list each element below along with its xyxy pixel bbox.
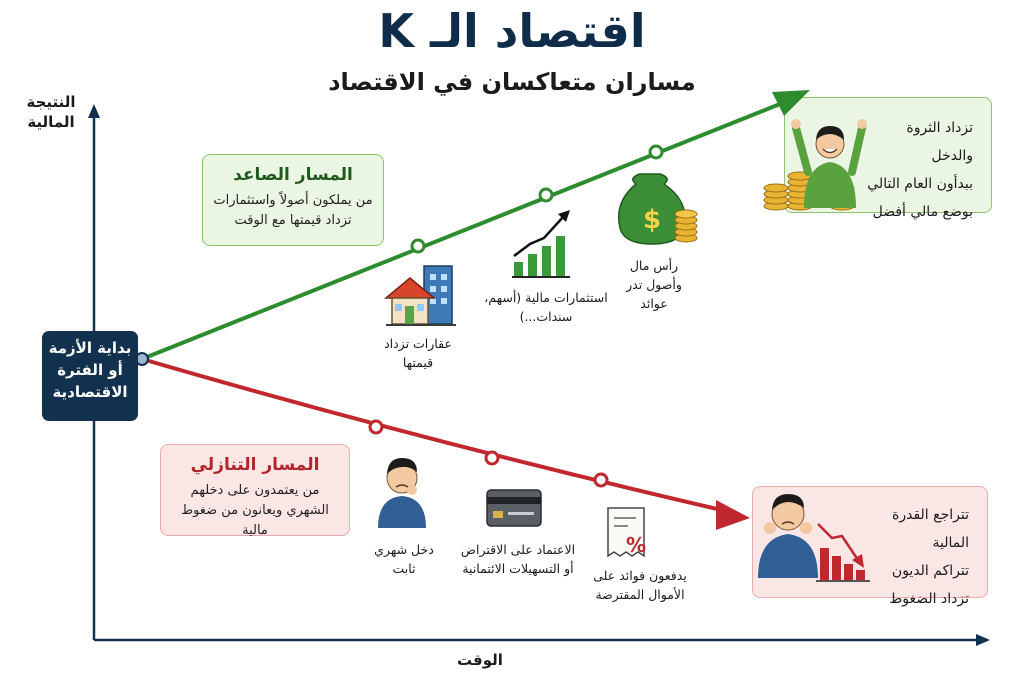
upward-point-2 — [538, 187, 554, 203]
upward-point-1 — [410, 238, 426, 254]
worried-person-icon — [378, 458, 426, 528]
upward-path-line — [141, 102, 781, 361]
upward-item-real-estate-label: عقارات تزداد قيمتها — [384, 336, 452, 370]
downward-outcome-line-1: تتراجع القدرة المالية — [892, 507, 969, 551]
downward-item-borrowing-label: الاعتماد على الاقتراض أو التسهيلات الائت… — [460, 542, 576, 576]
upward-item-capital-label: رأس مال وأصول تدر عوائد — [626, 258, 682, 311]
downward-point-2 — [484, 450, 500, 466]
upward-path-description: من يملكون أصولاً واستثمارات تزداد قيمتها… — [213, 193, 373, 228]
page-subtitle: مساران متعاكسان في الاقتصاد — [328, 68, 696, 96]
downward-item-income-label: دخل شهري ثابت — [374, 542, 434, 576]
downward-path-title: المسار التنازلي — [190, 455, 320, 475]
upward-path-box: المسار الصاعد من يملكون أصولاً واستثمارا… — [202, 154, 384, 246]
downward-outcome-line-3: تزداد الضغوط — [889, 591, 969, 607]
svg-text:%: % — [626, 533, 646, 557]
svg-text:$: $ — [643, 205, 661, 235]
downward-path-line — [141, 357, 731, 514]
happy-person-icon — [763, 119, 867, 211]
upward-outcome-line-1: تزداد الثروة والدخل — [906, 120, 973, 164]
upward-outcome-box: تزداد الثروة والدخل ببدأون العام التالي … — [784, 97, 992, 220]
upward-outcome-line-2: ببدأون العام التالي — [867, 176, 973, 192]
downward-point-3 — [593, 472, 609, 488]
upward-arrowhead — [772, 90, 810, 116]
downward-arrowhead — [716, 500, 750, 530]
downward-item-interest-label: يدفعون فوائد على الأموال المقترضة — [593, 568, 687, 602]
upward-path-title: المسار الصاعد — [233, 165, 353, 185]
upward-point-3 — [648, 144, 664, 160]
downward-outcome-line-2: تتراكم الديون — [891, 563, 969, 579]
x-axis-arrowhead — [976, 634, 990, 646]
building-house-icon — [383, 265, 456, 326]
start-box: بداية الأزمة أو الفترة الاقتصادية — [42, 331, 138, 421]
y-axis-label: النتيجة المالية — [26, 93, 76, 131]
downward-outcome-text: تتراجع القدرة المالية تتراكم الديون تزدا… — [857, 501, 969, 613]
upward-outcome-line-3: بوضع مالي أفضل — [872, 204, 973, 220]
credit-card-icon — [486, 489, 542, 527]
upward-item-investments-label: استثمارات مالية (أسهم، سندات...) — [484, 290, 608, 324]
growth-chart-icon — [512, 210, 570, 278]
downward-point-1 — [368, 419, 384, 435]
y-axis-arrowhead — [88, 104, 100, 118]
downward-path-box: المسار التنازلي من يعتمدون على دخلهم الش… — [160, 444, 350, 538]
downward-path-description: من يعتمدون على دخلهم الشهري ويعانون من ض… — [181, 483, 329, 538]
money-bag-icon: $ — [618, 173, 698, 245]
upward-outcome-text: تزداد الثروة والدخل ببدأون العام التالي … — [863, 114, 973, 226]
interest-bill-icon: % — [607, 507, 646, 558]
page-title: اقتصاد الـ K — [378, 4, 646, 58]
x-axis-label: الوقت — [457, 651, 503, 669]
stressed-person-icon — [758, 494, 870, 582]
